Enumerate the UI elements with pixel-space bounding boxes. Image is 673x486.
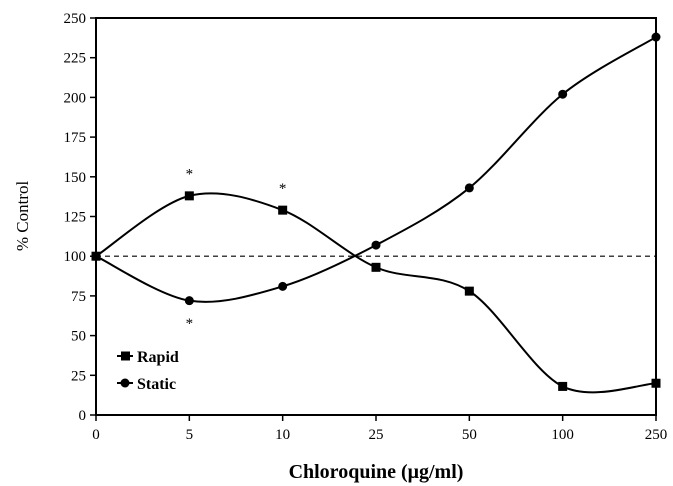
legend: Rapid Static — [117, 349, 179, 393]
x-tick-label: 250 — [645, 427, 668, 443]
x-tick-label: 25 — [369, 427, 384, 443]
x-tick-label: 10 — [275, 427, 290, 443]
data-point-static — [464, 183, 474, 193]
y-tick-label: 175 — [64, 130, 87, 146]
y-tick-label: 0 — [79, 408, 87, 424]
data-point-static — [278, 281, 288, 291]
legend-circle-marker-icon — [120, 378, 130, 388]
y-tick-label: 25 — [71, 368, 86, 384]
series-line-static — [95, 36, 657, 303]
plot-frame — [95, 17, 657, 416]
x-tick-label: 5 — [186, 427, 194, 443]
data-point-rapid — [558, 381, 568, 391]
data-point-static — [371, 240, 381, 250]
y-tick-label: 150 — [64, 170, 87, 186]
data-point-rapid — [278, 205, 288, 215]
data-point-static — [91, 251, 101, 261]
y-tick-label: 250 — [64, 11, 87, 27]
data-point-static — [184, 296, 194, 306]
x-axis-title: Chloroquine (μg/ml) — [289, 461, 464, 483]
data-point-rapid — [371, 262, 381, 272]
y-tick-label: 100 — [64, 249, 87, 265]
y-tick-label: 200 — [64, 90, 87, 106]
y-tick-label: 75 — [71, 289, 86, 305]
significance-asterisk: * — [279, 181, 287, 197]
plot-area: 0 25 50 75 100 125 150 175 200 225 250 0 5 10 25 50 100 2… — [64, 11, 668, 443]
legend-label-static: Static — [137, 376, 176, 393]
data-point-rapid — [651, 378, 661, 388]
y-tick-label: 50 — [71, 329, 86, 345]
series-line-rapid — [95, 192, 657, 394]
y-tick-label: 125 — [64, 210, 87, 226]
x-tick-label: 100 — [551, 427, 574, 443]
x-tick-label: 0 — [92, 427, 100, 443]
data-point-static — [558, 89, 568, 99]
data-point-rapid — [184, 191, 194, 201]
legend-label-rapid: Rapid — [137, 349, 179, 366]
x-tick-label: 50 — [462, 427, 477, 443]
data-point-static — [651, 32, 661, 42]
legend-square-marker-icon — [121, 351, 130, 361]
data-point-rapid — [464, 286, 474, 296]
significance-asterisk: * — [186, 316, 194, 332]
y-axis-title: % Control — [13, 181, 32, 252]
y-tick-label: 225 — [64, 51, 87, 67]
significance-asterisk: * — [186, 167, 194, 183]
